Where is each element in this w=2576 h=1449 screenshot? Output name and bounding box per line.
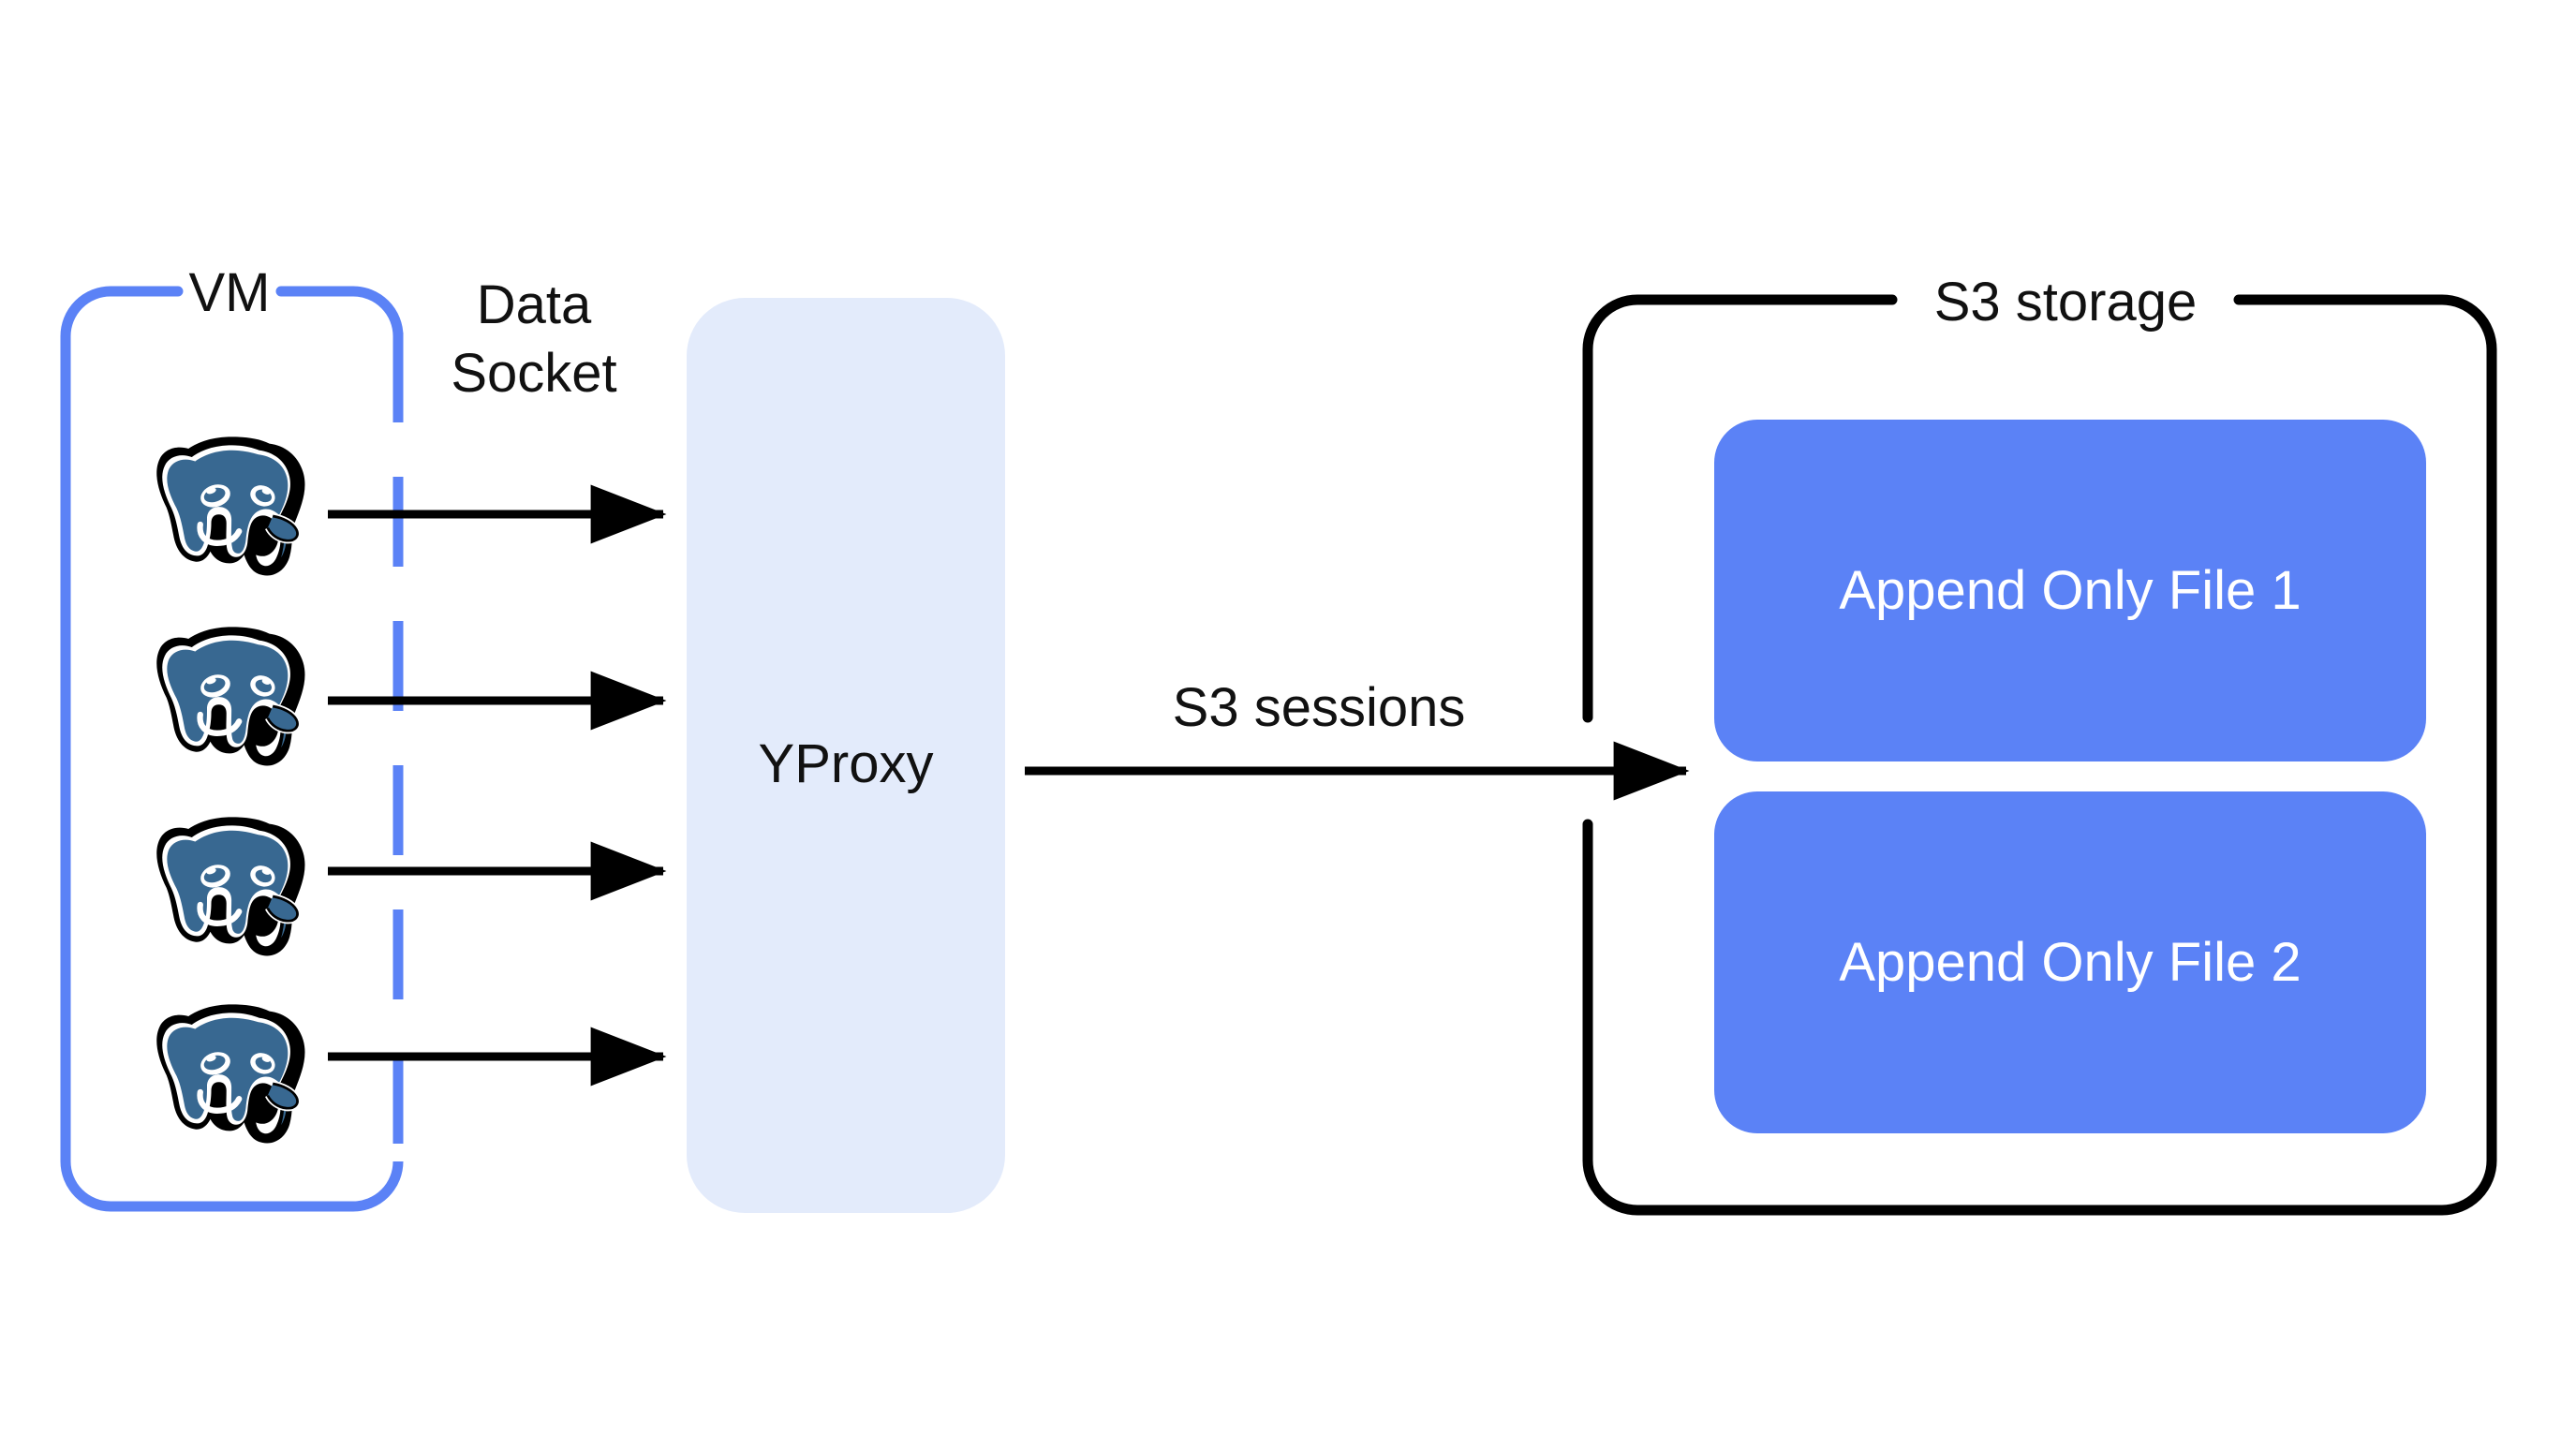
postgresql-elephant-icon [156, 1004, 304, 1143]
postgresql-elephant-icon [156, 436, 304, 575]
postgresql-elephant-icon [156, 817, 304, 955]
yproxy-box[interactable] [687, 298, 1005, 1213]
data-socket-label-line-1: Data [477, 274, 592, 335]
yproxy-node[interactable]: YProxy [687, 298, 1005, 1213]
s3-sessions-edge: S3 sessions [1025, 677, 1690, 801]
s3-storage-group: S3 storage Append Only File 1 Append Onl… [1582, 272, 2497, 1216]
vm-label: VM [189, 262, 271, 323]
append-only-file-1-box[interactable] [1714, 420, 2426, 761]
database-nodes [156, 436, 304, 1143]
data-socket-arrows [328, 484, 667, 1087]
vm-boundary [60, 286, 404, 1212]
s3-sessions-label: S3 sessions [1173, 677, 1466, 738]
s3-storage-label: S3 storage [1934, 272, 2198, 333]
append-only-file-2[interactable]: Append Only File 2 [1714, 791, 2426, 1133]
append-only-file-2-label: Append Only File 2 [1839, 932, 2301, 993]
s3-border-main [1582, 294, 2497, 1216]
yproxy-label: YProxy [759, 733, 934, 794]
data-socket-label: Data Socket [451, 274, 616, 404]
s3-border-upper-left [1582, 294, 1898, 723]
append-only-file-2-box[interactable] [1714, 791, 2426, 1133]
append-only-file-1[interactable]: Append Only File 1 [1714, 420, 2426, 761]
vm-group: VM [60, 262, 406, 1212]
append-only-file-1-label: Append Only File 1 [1839, 560, 2301, 621]
postgresql-elephant-icon [156, 627, 304, 765]
data-socket-label-line-2: Socket [451, 343, 616, 404]
